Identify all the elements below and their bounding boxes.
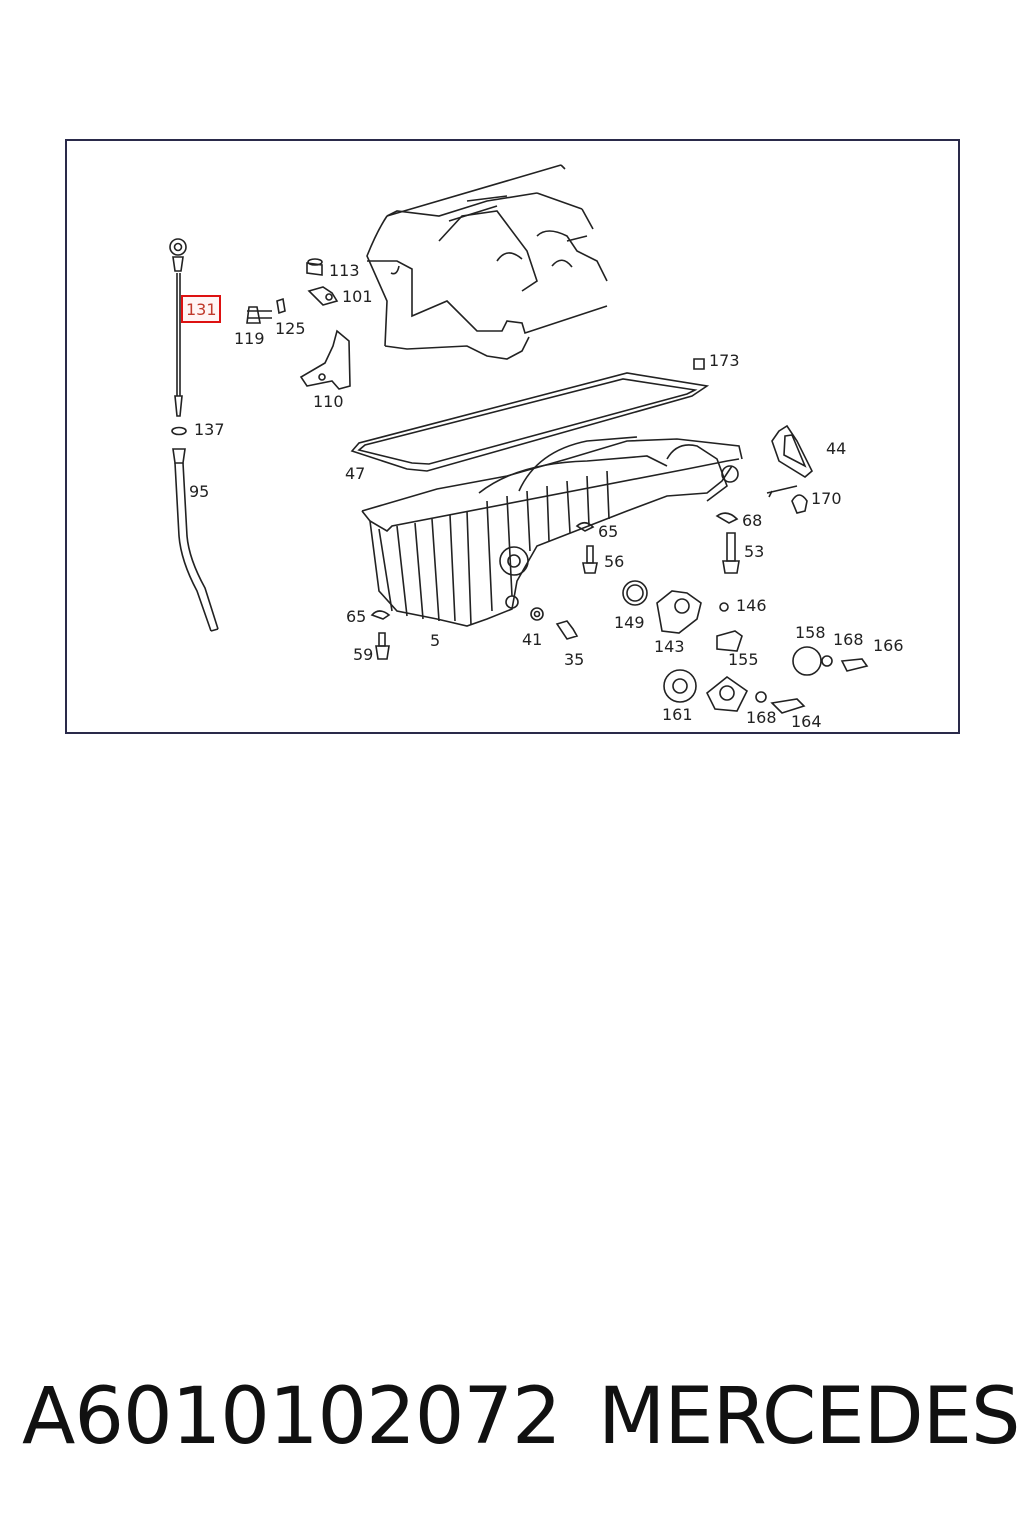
oil-pan-drawing (361, 436, 743, 627)
callout-149[interactable]: 149 (614, 613, 645, 632)
callout-101[interactable]: 101 (342, 287, 373, 306)
callout-110[interactable]: 110 (313, 392, 344, 411)
callout-131-dipstick[interactable]: 131 (181, 295, 221, 323)
callout-65-lower[interactable]: 65 (346, 607, 367, 626)
callout-173[interactable]: 173 (709, 351, 740, 370)
callout-5[interactable]: 5 (430, 631, 441, 650)
washer-137-drawing (171, 426, 187, 436)
callout-155[interactable]: 155 (728, 650, 759, 669)
callout-158[interactable]: 158 (795, 623, 826, 642)
callout-53[interactable]: 53 (744, 542, 765, 561)
callout-44[interactable]: 44 (826, 439, 847, 458)
callout-95[interactable]: 95 (189, 482, 210, 501)
callout-35[interactable]: 35 (564, 650, 585, 669)
callout-113[interactable]: 113 (329, 261, 360, 280)
callout-168-bottom[interactable]: 168 (746, 708, 777, 727)
callout-119[interactable]: 119 (234, 329, 265, 348)
callout-166[interactable]: 166 (873, 636, 904, 655)
callout-146[interactable]: 146 (736, 596, 767, 615)
parts-diagram-frame: 131 113 101 119 125 110 173 137 95 47 44… (65, 139, 960, 734)
callout-143[interactable]: 143 (654, 637, 685, 656)
dipstick-drawing (169, 238, 187, 417)
callout-59[interactable]: 59 (353, 645, 374, 664)
small-parts-drawing (246, 258, 869, 714)
part-number-text: A6010102072 (22, 1372, 562, 1462)
callout-170[interactable]: 170 (811, 489, 842, 508)
callout-168-right[interactable]: 168 (833, 630, 864, 649)
callout-68[interactable]: 68 (742, 511, 763, 530)
callout-56[interactable]: 56 (604, 552, 625, 571)
callout-65-upper[interactable]: 65 (598, 522, 619, 541)
callout-164[interactable]: 164 (791, 712, 822, 731)
callout-41[interactable]: 41 (522, 630, 543, 649)
callout-137[interactable]: 137 (194, 420, 225, 439)
callout-47[interactable]: 47 (345, 464, 366, 483)
gasket-47-drawing (350, 372, 710, 472)
guide-tube-drawing (172, 448, 219, 632)
brand-text: MERCEDES (598, 1372, 1020, 1462)
engine-block-drawing (366, 164, 608, 360)
callout-161[interactable]: 161 (662, 705, 693, 724)
callout-125[interactable]: 125 (275, 319, 306, 338)
engine-oil-pan-exploded-view (169, 164, 869, 714)
